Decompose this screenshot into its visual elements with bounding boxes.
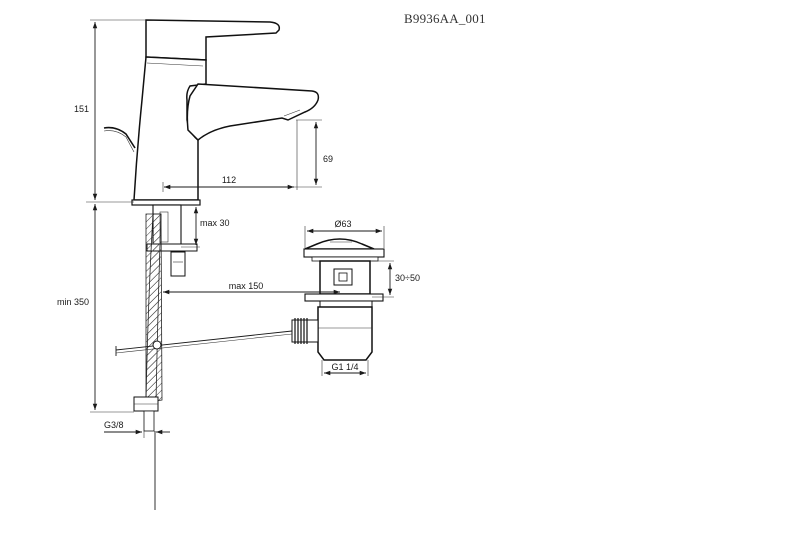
lever-handle [145, 19, 281, 61]
waste-cap [304, 238, 375, 250]
dim-max-150: max 150 [229, 281, 264, 291]
dim-waste-thread: G1 1/4 [331, 362, 358, 372]
pop-up-rod [103, 126, 136, 149]
dim-112: 112 [222, 175, 236, 185]
dim-30-50: 30÷50 [395, 273, 420, 283]
linkage-rod [115, 330, 293, 356]
faucet [103, 19, 320, 206]
rod-connector [291, 319, 319, 343]
waste-valve [291, 238, 385, 361]
fixing-nut [170, 251, 186, 277]
dim-151: 151 [74, 104, 89, 114]
dim-min-350: min 350 [57, 297, 89, 307]
dimension-lines [86, 19, 394, 438]
dim-max-30: max 30 [200, 218, 230, 228]
dim-diameter-63: Ø63 [334, 219, 351, 229]
dim-hose-thread: G3/8 [104, 420, 124, 430]
base-plate [131, 199, 201, 206]
supply-assembly [133, 204, 198, 510]
spout [186, 83, 320, 142]
drawing-code: B9936AA_001 [404, 11, 486, 26]
dim-69: 69 [323, 154, 333, 164]
